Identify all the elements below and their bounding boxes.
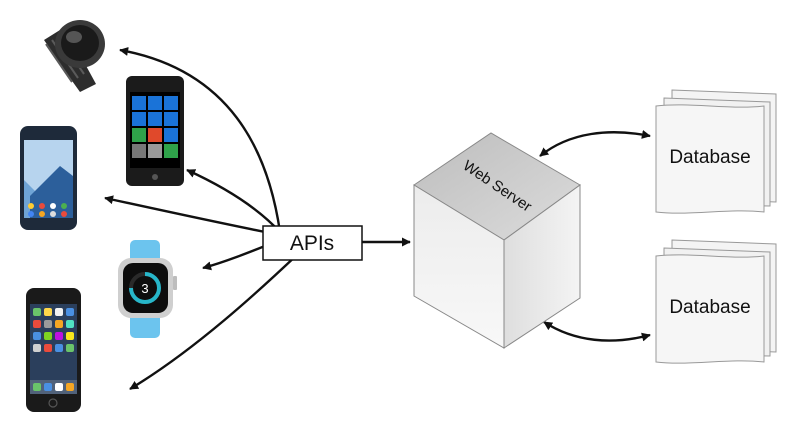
smartwatch-round-icon <box>44 20 105 92</box>
arrow-to-iphone <box>129 251 301 391</box>
api-arrows <box>104 47 651 391</box>
arrow-to-apple-watch <box>202 242 271 271</box>
apple-watch-icon: 3 <box>118 240 177 338</box>
database-stack-2: Database <box>655 239 777 364</box>
iphone-icon <box>26 288 81 412</box>
windows-phone-icon <box>126 76 184 186</box>
database-label-2: Database <box>669 297 750 318</box>
cube-right-face <box>503 184 581 349</box>
arrow-to-windows-phone <box>186 168 281 233</box>
arrow-server-database-2 <box>543 320 651 342</box>
apple-watch-count: 3 <box>141 281 148 296</box>
database-label-1: Database <box>669 147 750 168</box>
win-tiles <box>132 96 178 158</box>
arrow-to-android-phone <box>104 195 266 234</box>
android-phone-icon <box>20 126 77 230</box>
arrow-to-smartwatch <box>119 47 282 233</box>
database-stack-1: Database <box>655 89 777 214</box>
android-app-icons <box>28 203 67 217</box>
arrow-server-database-1 <box>539 130 651 157</box>
web-server-cube: Web Server <box>413 132 581 349</box>
apis-label: APIs <box>290 232 334 255</box>
apis-box: APIs <box>262 225 363 261</box>
iphone-app-grid <box>30 308 77 394</box>
